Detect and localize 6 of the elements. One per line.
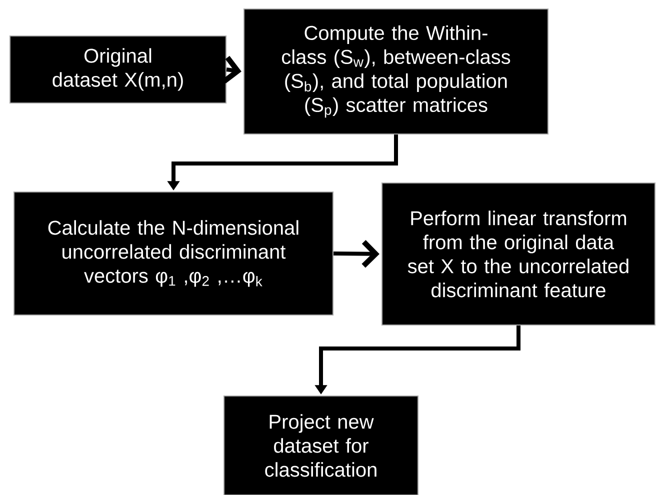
process-box: Project new dataset for classification	[223, 395, 419, 495]
process-box: Compute the Within-class (S$_{w}$), between-class (S$_{b}$), and total population (S$_{p}$) scatter matrices	[243, 8, 549, 135]
process-box: Perform linear transform from the original data set X to the uncorrelated discriminant feature	[381, 182, 656, 326]
process-box: Calculate the N-dimensional uncorrelated discriminant vectors φ$_{1}$ ,φ$_{2}$ ,…φ$_{k}$	[13, 191, 334, 316]
process-box: Original dataset X(m,n)	[9, 35, 227, 104]
arrow	[334, 240, 380, 268]
